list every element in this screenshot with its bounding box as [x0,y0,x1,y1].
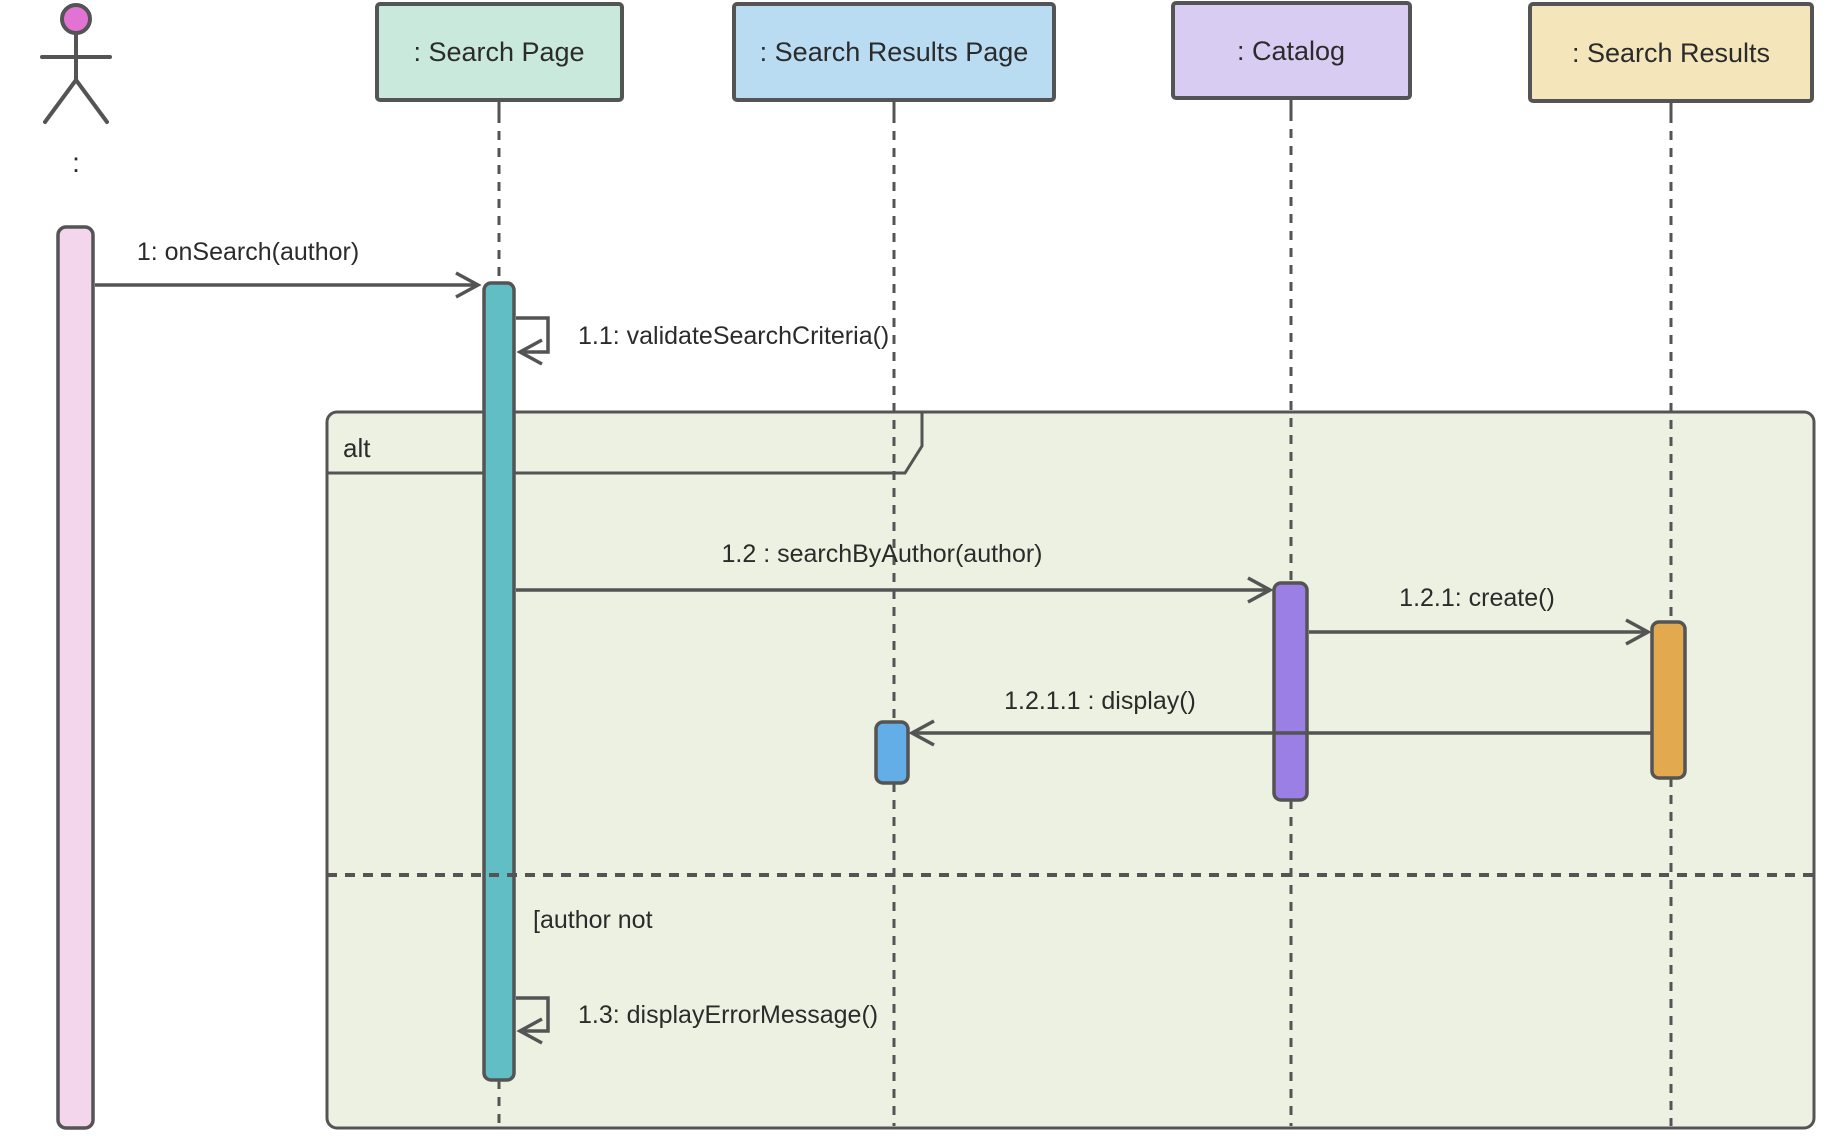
participant-label-search-results-page: : Search Results Page [760,37,1029,67]
actor-label: : [72,147,80,178]
message-onsearch: 1: onSearch(author) [95,238,482,299]
message-label-validate-search-criteria: 1.1: validateSearchCriteria() [578,322,889,350]
message-search-by-author: 1.2 : searchByAuthor(author) [516,540,1274,604]
activation-catalog [1272,581,1309,802]
participant-box-search-results-page [732,2,1056,102]
activation-search-page [482,281,516,1082]
actor-head-icon [60,3,92,35]
activation-search-results-page [874,720,910,785]
actor-figure [40,3,112,124]
lifeline-stubs [497,98,1673,114]
alt-fragment [325,410,1816,1130]
message-display: 1.2.1.1 : display() [908,687,1652,747]
arrowhead-right-icon [1625,618,1652,646]
arrowhead-left-icon [516,1017,543,1045]
arrowhead-right-icon [455,271,482,299]
participant-search-results-page: : Search Results Page [732,2,1056,102]
message-label-create: 1.2.1: create() [1399,584,1555,612]
participant-box-search-results [1528,2,1814,103]
alt-fragment-frame [325,410,1816,1130]
message-label-search-by-author: 1.2 : searchByAuthor(author) [722,540,1043,568]
alt-label-compartment: alt [327,413,924,475]
actor-leg-left-line [43,78,78,124]
message-label-display-error: 1.3: displayErrorMessage() [578,1001,878,1029]
message-display-error: 1.3: displayErrorMessage() [516,996,878,1045]
activation-search-results [1650,620,1687,780]
participant-search-results: : Search Results [1528,2,1814,103]
arrowhead-right-icon [1247,576,1274,604]
activation-user [56,225,95,1130]
participant-boxes: : Search Page : Search Results Page : Ca… [375,1,1814,103]
self-message-loop [516,996,550,1033]
arrowhead-left-icon [908,719,935,747]
actor-leg-right-line [74,78,109,124]
participant-box-search-page [375,2,624,102]
alt-operator-label: alt [343,433,371,463]
alt-guard-label: [author not [533,906,653,934]
messages: 1: onSearch(author) 1.1: validateSearchC… [95,238,1652,1045]
participant-box-catalog [1171,1,1412,100]
self-message-loop [516,316,550,354]
lifelines [497,112,1673,1126]
activation-bars [56,225,1687,1130]
message-create: 1.2.1: create() [1309,584,1652,646]
participant-label-search-results: : Search Results [1572,38,1770,68]
participant-search-page: : Search Page [375,2,624,102]
message-label-display: 1.2.1.1 : display() [1004,687,1196,715]
message-validate-search-criteria: 1.1: validateSearchCriteria() [516,316,889,366]
participant-label-catalog: : Catalog [1237,36,1345,66]
message-label-onsearch: 1: onSearch(author) [137,238,359,266]
arrowhead-left-icon [516,338,543,366]
participant-catalog: : Catalog [1171,1,1412,100]
participant-label-search-page: : Search Page [413,37,584,67]
alt-pentagon-outline [327,413,924,475]
